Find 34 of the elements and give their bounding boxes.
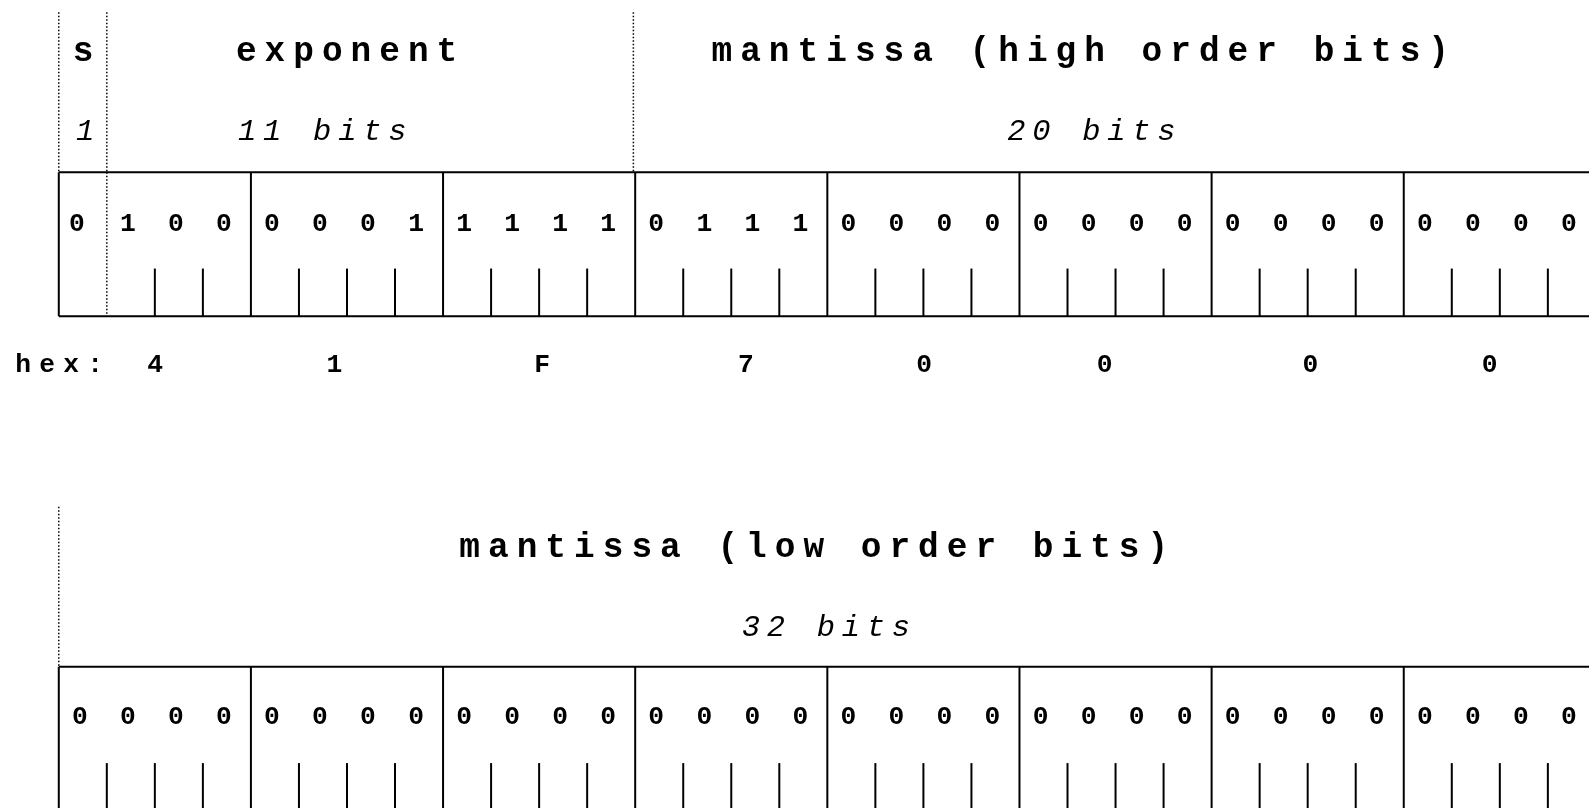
bit-values: 0 1 1 1 (648, 210, 817, 238)
bit-count-label: 32 bits (741, 613, 917, 644)
bit-count-label: 11 bits (238, 116, 414, 147)
bit-values: 0 0 0 0 (264, 704, 433, 731)
hex-digit: 0 (1302, 351, 1327, 378)
hex-digit: 0 (916, 351, 941, 378)
hex-digit: 0 (1096, 351, 1121, 378)
hex-digit: 0 (1481, 351, 1506, 378)
bit-values: 0 0 0 0 (840, 210, 1009, 238)
bit-values: 0 0 0 0 (1032, 210, 1201, 238)
bit-values: 1 1 1 1 (456, 210, 625, 238)
bit-values: 0 0 0 0 (1032, 704, 1201, 731)
bit-count-label: 20 bits (1007, 116, 1183, 147)
bit-values: 0 (68, 210, 93, 238)
bit-count-label: 1 (76, 116, 102, 147)
bit-values: 0 0 0 0 (840, 704, 1009, 731)
bit-values: 0 0 0 0 (1416, 210, 1585, 238)
field-name: exponent (235, 35, 466, 70)
field-name: mantissa (low order bits) (459, 531, 1177, 566)
hex-digit: 1 (326, 351, 351, 378)
bit-values: 0 0 0 0 (648, 704, 817, 731)
field-name: mantissa (high order bits) (711, 35, 1457, 70)
hex-label: hex: (15, 351, 112, 378)
bit-values: 1 0 0 (120, 210, 241, 238)
hex-digit: F (534, 351, 559, 378)
hex-digit: 4 (147, 351, 172, 378)
bit-values: 0 0 0 0 (1224, 704, 1393, 731)
bit-values: 0 0 0 1 (264, 210, 433, 238)
bit-values: 0 0 0 0 (1416, 704, 1585, 731)
bit-values: 0 0 0 0 (71, 704, 240, 731)
hex-digit: 7 (737, 351, 762, 378)
bit-values: 0 0 0 0 (1224, 210, 1393, 238)
bit-values: 0 0 0 0 (456, 704, 625, 731)
field-name: s (72, 35, 102, 70)
